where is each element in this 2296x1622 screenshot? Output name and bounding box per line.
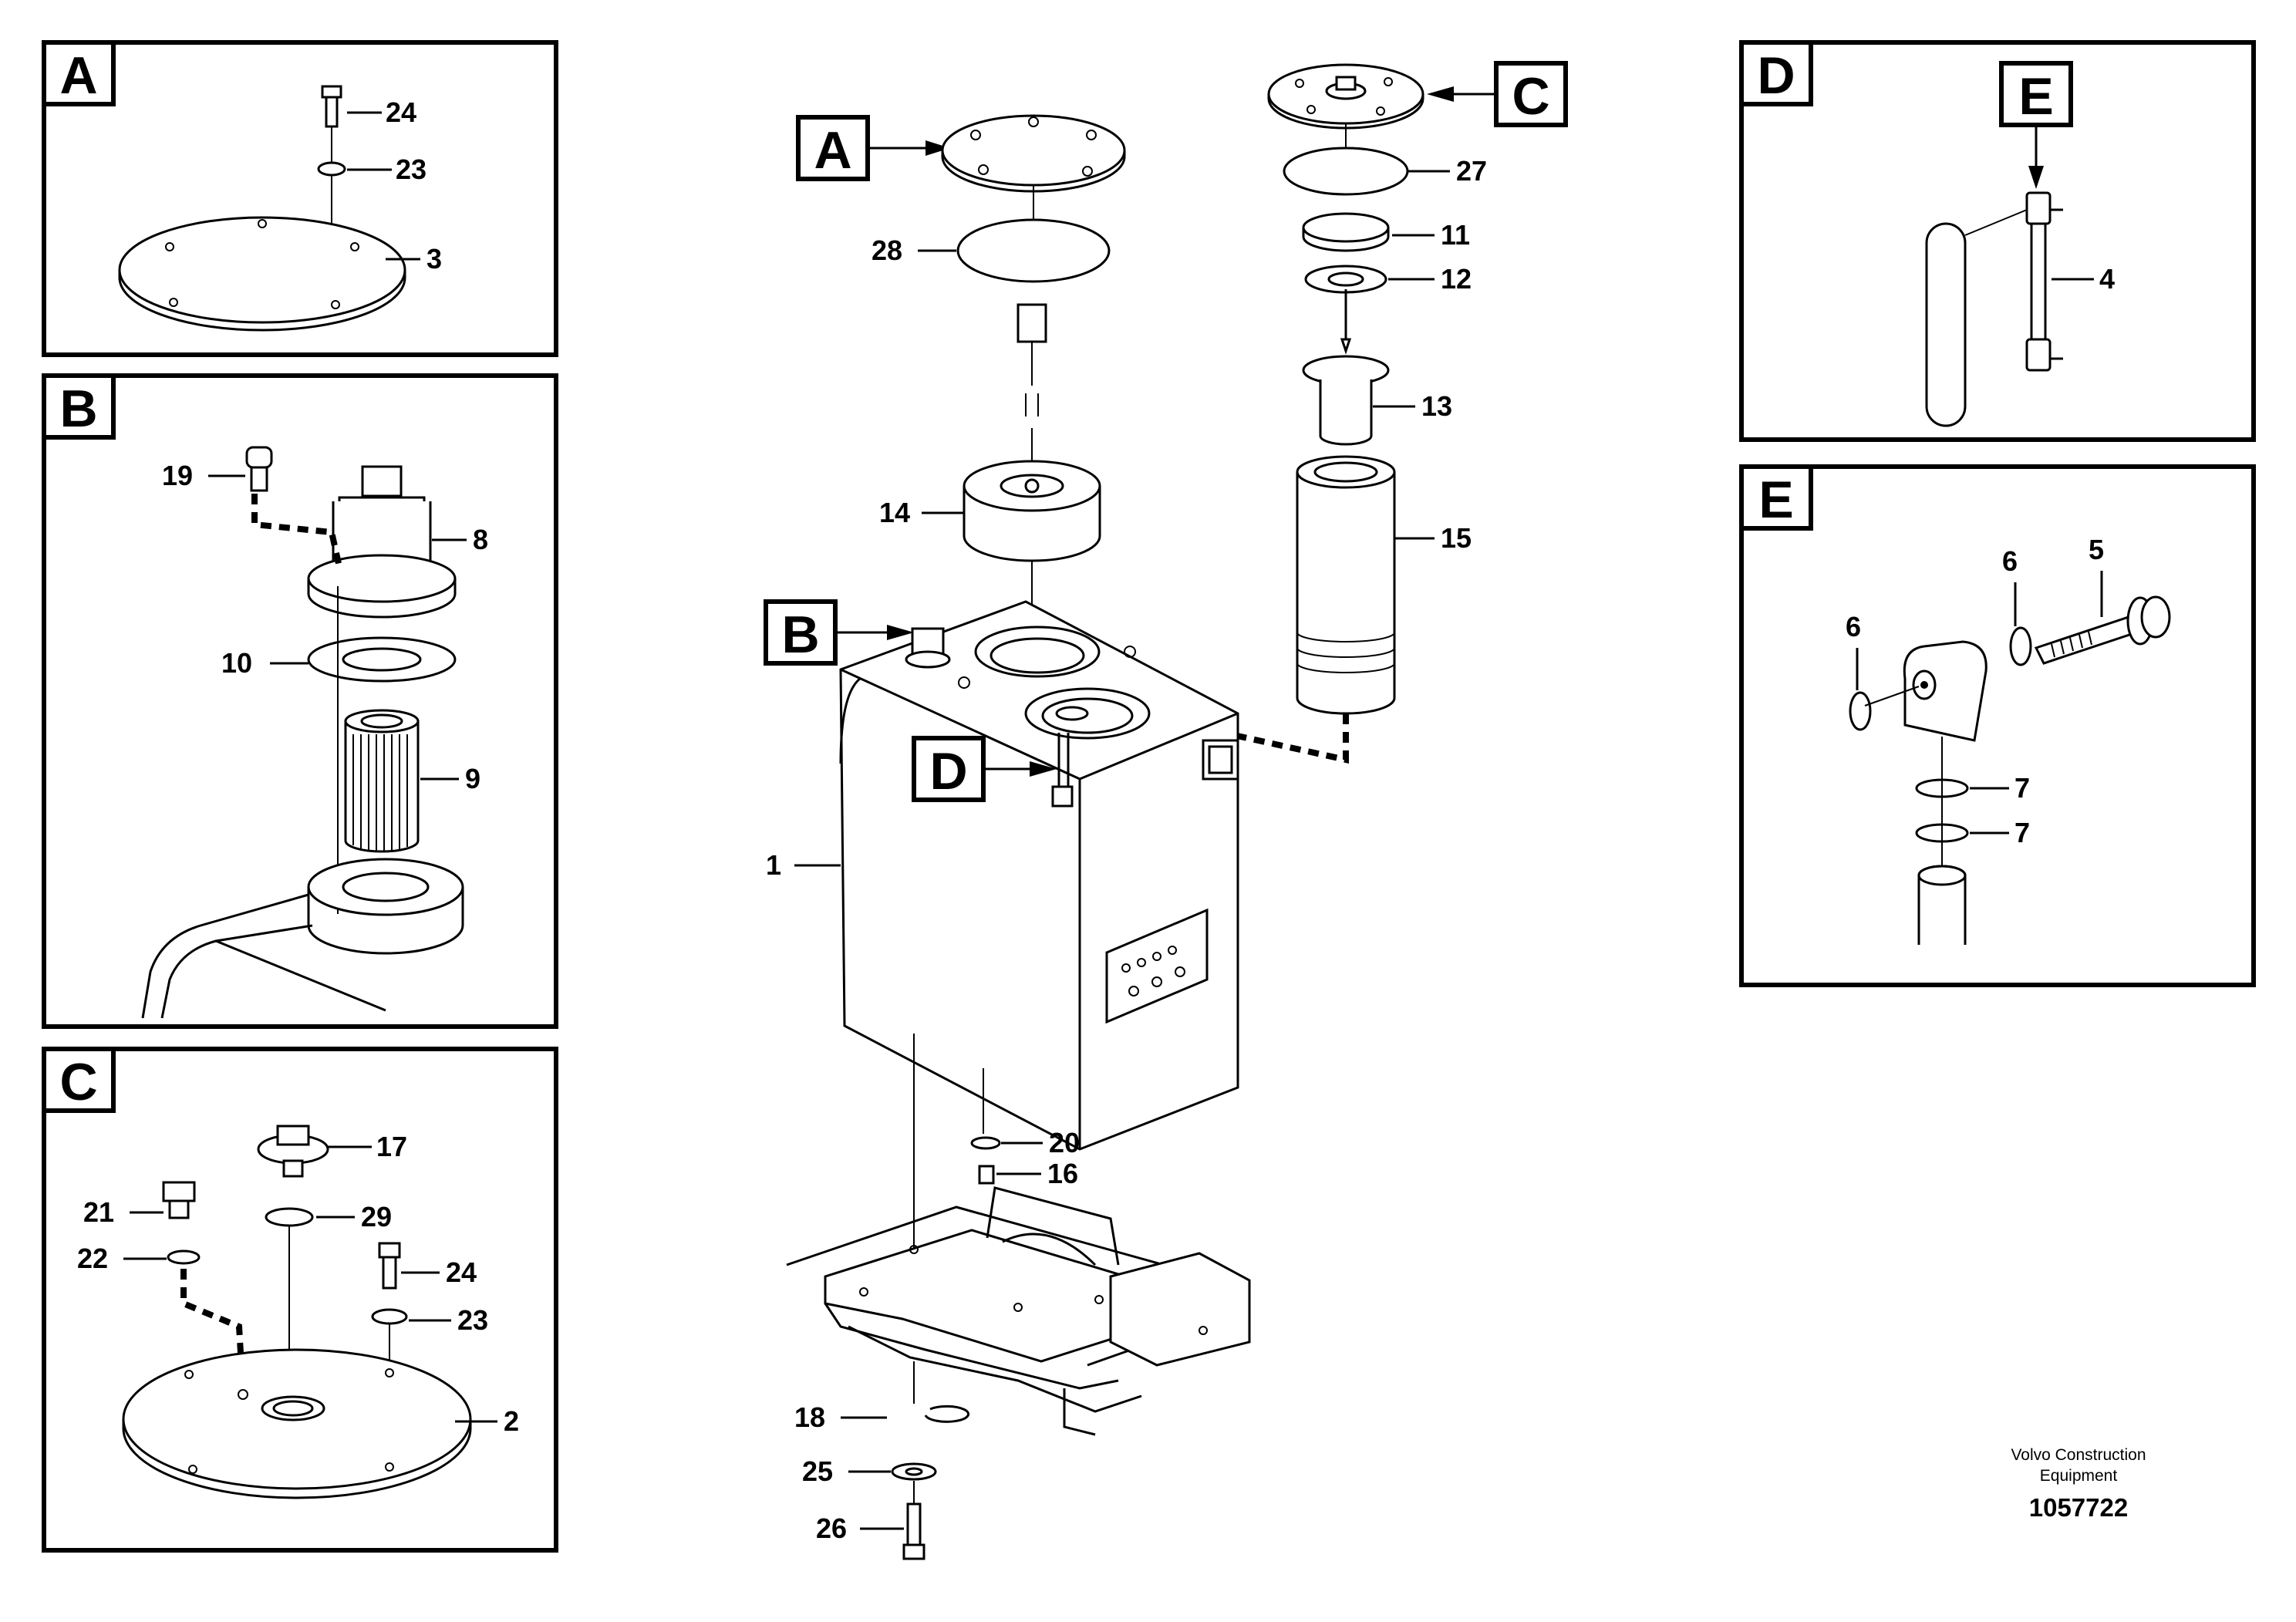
label-part-27: 27 [1456,155,1487,187]
callout-a-letter: A [814,121,851,180]
label-part-4: 4 [2099,263,2115,295]
label-part-15: 15 [1441,522,1472,554]
publisher-line-1: Volvo Construction [2011,1446,2146,1464]
label-part-8: 8 [473,524,488,555]
label-part-18: 18 [794,1401,825,1433]
label-part-6-lower: 6 [1846,611,1861,642]
label-part-25: 25 [802,1455,833,1487]
view-c-letter: C [59,1053,97,1111]
view-e-letter: E [1758,470,1793,529]
callout-c-letter: C [1512,67,1549,126]
view-a-letter: A [59,46,97,105]
label-part-17: 17 [376,1131,407,1162]
label-part-19: 19 [162,460,193,491]
callout-d-letter: D [929,742,967,801]
label-part-3: 3 [426,243,442,275]
callout-b-letter: B [781,605,819,664]
label-part-28: 28 [872,234,902,266]
footer: Volvo Construction Equipment 1057722 [2011,1446,2146,1522]
label-part-21: 21 [83,1196,114,1228]
label-part-14: 14 [879,497,910,528]
detail-panel-b: B 19 8 10 9 [42,373,558,1029]
cover-plate [118,216,406,324]
main-assembly: A 28 14 C [764,61,1568,1560]
label-part-24-c: 24 [446,1256,477,1288]
label-part-29: 29 [361,1201,392,1233]
view-b-letter: B [59,379,97,438]
label-part-23-a: 23 [396,153,426,185]
document-number: 1057722 [2029,1493,2128,1522]
label-part-2: 2 [504,1405,519,1437]
label-part-6-upper: 6 [2002,545,2018,577]
detail-panel-a: A 24 23 3 [42,40,558,357]
label-part-9: 9 [465,763,480,794]
detail-panel-c: C 17 29 21 22 24 23 [42,1047,558,1553]
label-part-1: 1 [766,849,781,881]
label-part-20: 20 [1049,1127,1080,1158]
label-part-7-upper: 7 [2014,772,2030,804]
publisher-line-2: Equipment [2040,1467,2118,1485]
label-part-23-c: 23 [457,1304,488,1336]
view-d-letter: D [1757,46,1795,105]
label-part-12: 12 [1441,263,1472,295]
hydraulic-tank [839,600,1239,1151]
detail-panel-e: E 5 6 6 7 7 [1739,464,2256,987]
label-part-24-a: 24 [386,96,416,128]
label-part-11: 11 [1441,219,1470,251]
label-part-26: 26 [816,1512,847,1544]
label-part-13: 13 [1421,390,1452,422]
label-part-16: 16 [1047,1158,1078,1189]
label-part-7-lower: 7 [2014,817,2030,848]
label-part-10: 10 [221,647,252,679]
detail-panel-d: D E 4 [1739,40,2256,442]
callout-e-letter: E [2018,67,2053,126]
label-part-22: 22 [77,1243,108,1274]
label-part-5: 5 [2089,534,2104,565]
